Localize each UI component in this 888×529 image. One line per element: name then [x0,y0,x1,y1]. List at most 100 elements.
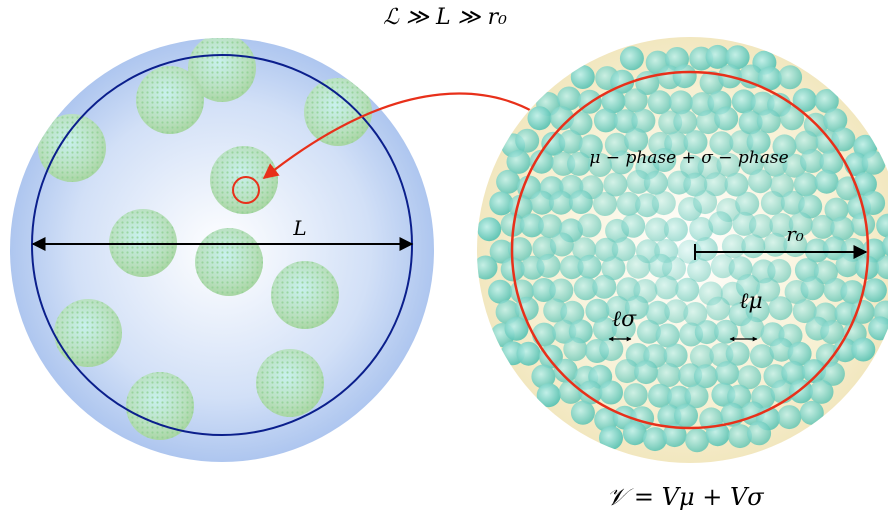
small-bubble [654,275,679,300]
small-bubble [648,383,672,408]
small-bubble [709,131,734,156]
sigma-scale-label: ℓσ [612,307,637,332]
small-bubble [740,316,765,341]
small-bubble [570,65,595,89]
small-bubble [740,151,764,175]
small-bubble [530,190,554,215]
large-bubble-texture [38,114,106,182]
small-bubble [757,66,782,91]
small-bubble [623,88,648,113]
scale-relation-label: ℒ ≫ L ≫ r₀ [383,5,507,30]
small-bubble [727,384,752,409]
small-bubble [781,360,806,385]
small-bubbles [477,44,888,453]
small-bubble [664,131,689,156]
small-bubble [664,299,689,324]
small-bubble [770,173,794,198]
small-bubble [643,170,668,195]
small-bubble [769,213,794,237]
small-bubble [563,337,588,362]
small-bubble [814,169,839,194]
small-bubble [840,280,865,305]
small-bubble [519,213,544,238]
small-bubble [800,276,825,301]
length-label: L [292,216,306,240]
small-bubble [809,379,834,404]
small-bubble [601,256,626,281]
mu-scale-label: ℓμ [739,289,762,314]
small-bubble [536,253,561,278]
small-bubble [557,86,581,111]
small-bubble [689,344,714,369]
small-bubble [662,256,686,281]
small-bubble [624,295,649,320]
small-bubble [813,260,838,285]
small-bubble [655,323,680,348]
small-bubble [532,322,556,347]
small-bubble [792,299,817,324]
small-bubble [477,217,502,242]
large-bubble-texture [256,349,324,417]
small-bubble [559,255,584,280]
small-bubble [623,383,648,408]
small-bubble [674,403,698,428]
small-bubble [553,358,578,383]
small-bubble [772,134,797,159]
small-bubble [705,44,730,69]
small-bubble [802,359,826,384]
small-bubble [823,108,848,133]
small-bubble [731,89,756,114]
small-bubble [643,427,667,452]
small-bubble [685,428,710,453]
small-bubble [810,214,835,239]
small-bubble [714,319,739,344]
small-bubble [489,191,514,216]
small-bubble [592,317,617,342]
small-bubble [605,295,630,320]
small-bubble [749,344,774,369]
small-bubble [769,337,794,362]
large-bubble-texture [188,38,256,102]
small-bubble [745,298,770,323]
small-bubble [683,130,708,155]
small-bubble [662,423,687,448]
zoom-focus-circle [232,176,260,204]
small-bubble [593,108,618,133]
large-bubble-texture [136,66,204,134]
small-bubble [531,278,556,302]
small-bubble [593,192,617,216]
small-bubble [663,343,688,368]
small-bubble [626,254,651,279]
small-bubble [850,299,875,324]
small-bubble [768,296,793,321]
large-bubble-texture [54,299,122,367]
small-bubble [631,108,656,133]
small-bubble [573,276,598,301]
small-bubble [594,407,619,432]
small-bubble [570,400,595,425]
small-bubble [538,344,563,369]
small-bubble [599,337,624,362]
small-bubble [861,191,886,215]
small-bubble [851,212,876,237]
small-bubble [777,405,802,430]
small-bubble [737,365,762,390]
small-bubble [729,130,754,155]
small-bubble [793,172,818,197]
small-bubble [611,237,636,262]
small-bubble [603,172,628,197]
small-bubble [668,90,693,115]
large-bubble-texture [126,372,194,440]
small-bubble [619,46,644,71]
small-bubble [693,237,718,262]
small-bubble [577,254,602,279]
small-bubble [673,109,698,134]
small-bubble [588,153,612,177]
small-bubble [725,45,750,70]
small-bubble [746,130,771,154]
small-bubble [577,213,602,238]
small-bubble [645,300,670,325]
small-bubble [578,380,603,405]
small-bubble [788,212,813,237]
small-bubble [820,361,845,386]
